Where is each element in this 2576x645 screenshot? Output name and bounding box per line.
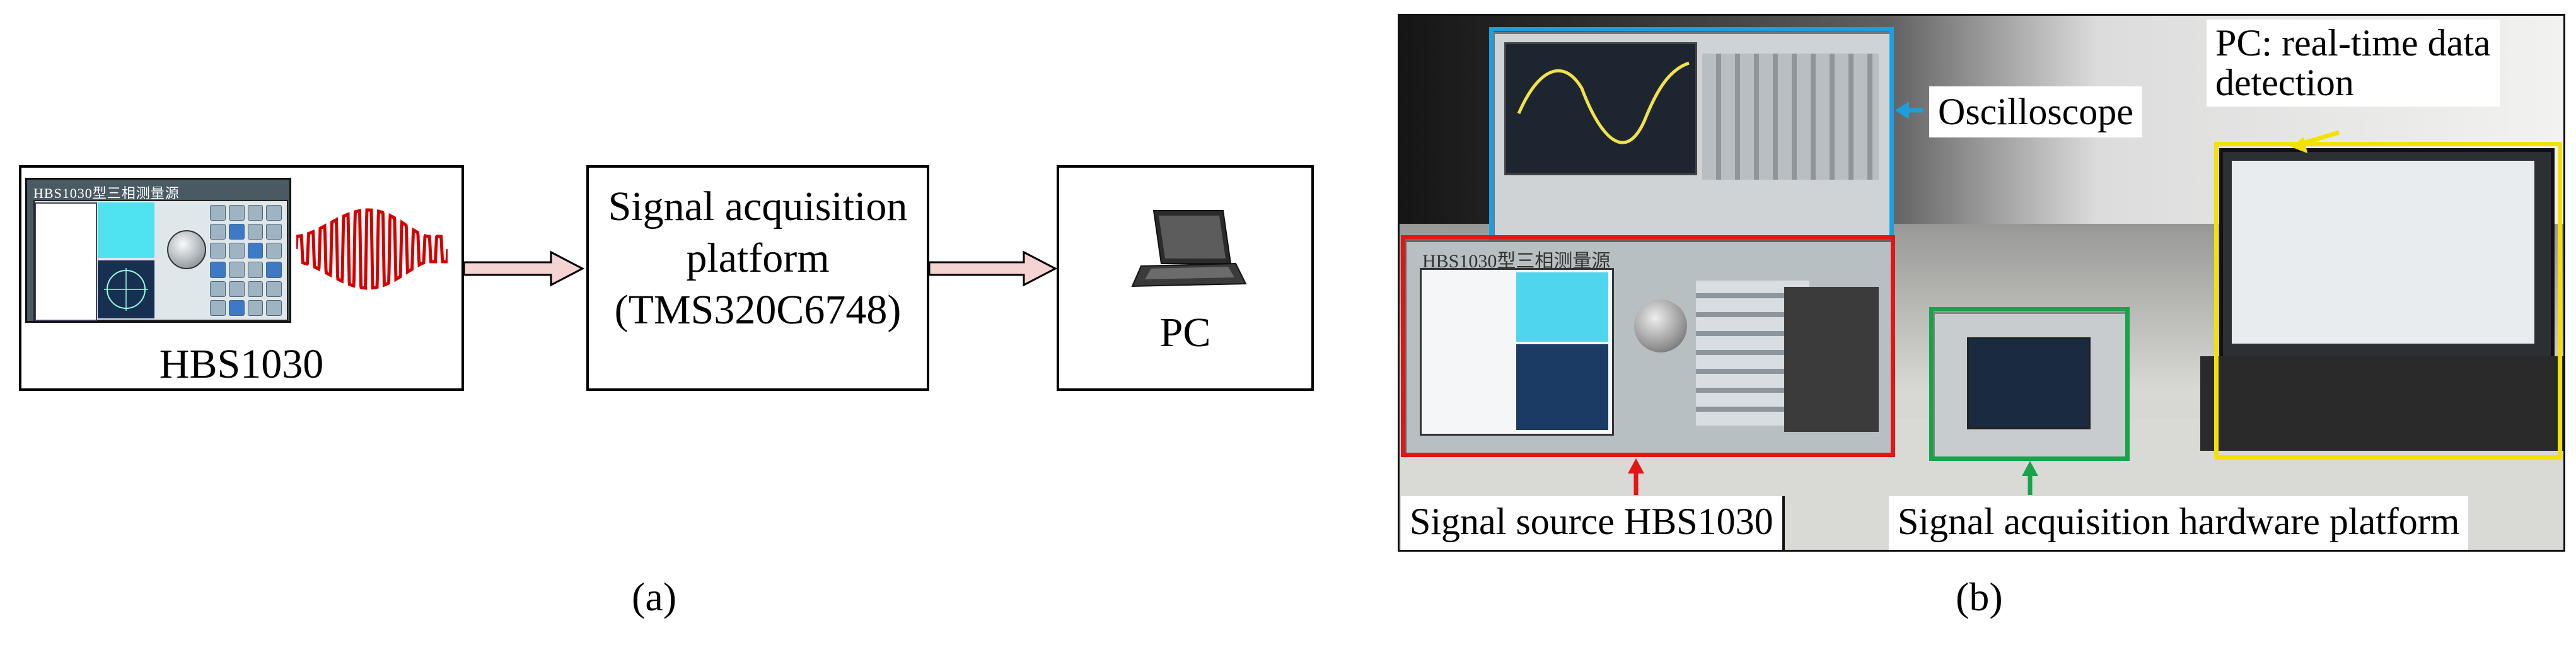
- lab-setup-photo: HBS1030型三相测量源 Oscilloscope PC: real-time…: [1398, 14, 2565, 552]
- laptop-icon: [1131, 210, 1247, 288]
- acquisition-block-line-3: (TMS320C6748): [614, 287, 902, 333]
- pc-label-line-1: PC: real-time data: [2215, 22, 2491, 64]
- pc-highlight: [2214, 142, 2562, 460]
- signal-source-knob: [1634, 299, 1687, 352]
- laptop-screen: [2219, 148, 2555, 364]
- acquisition-block-line-2: platform: [686, 235, 830, 281]
- laptop-base: [2200, 356, 2563, 451]
- oscilloscope-label: Oscilloscope: [1929, 86, 2142, 137]
- signal-source-highlight: [1401, 235, 1895, 457]
- signal-source-terminals: [1784, 287, 1879, 432]
- arrow-acquisition-to-pc: [928, 250, 1058, 287]
- signal-source-screen: [1420, 268, 1614, 436]
- hardware-platform-highlight: [1929, 307, 2130, 461]
- caption-a: (a): [632, 574, 677, 619]
- oscilloscope-controls: [1702, 54, 1879, 180]
- acquisition-block-line-1: Signal acquisition: [608, 183, 908, 230]
- pc-label-line-2: detection: [2215, 62, 2354, 103]
- device-screen-phasor: [98, 260, 154, 318]
- hbs1030-block-label: HBS1030: [159, 341, 324, 387]
- device-screen-table: [35, 202, 97, 321]
- signal-waveform: [296, 208, 448, 290]
- device-screen-status: [98, 202, 154, 258]
- oscilloscope-screen: [1504, 42, 1697, 175]
- device-keypad: [210, 205, 282, 316]
- caption-b: (b): [1956, 574, 2003, 619]
- hardware-platform-screen: [1967, 337, 2091, 429]
- arrow-device-to-acquisition: [463, 250, 585, 287]
- acquisition-block: Signal acquisition platform (TMS320C6748…: [586, 165, 929, 391]
- pc-label: PC: real-time data detection: [2207, 20, 2500, 107]
- signal-source-label: Signal source HBS1030: [1401, 496, 1785, 550]
- pc-block-label: PC: [1159, 310, 1211, 356]
- device-knob: [167, 230, 206, 269]
- callout-arrows: [1628, 102, 2340, 495]
- hardware-platform-label: Signal acquisition hardware platform: [1889, 496, 2469, 550]
- device-title: HBS1030型三相测量源: [33, 185, 180, 201]
- hbs1030-device-illustration: HBS1030型三相测量源: [25, 178, 291, 323]
- pc-block: PC: [1057, 165, 1314, 391]
